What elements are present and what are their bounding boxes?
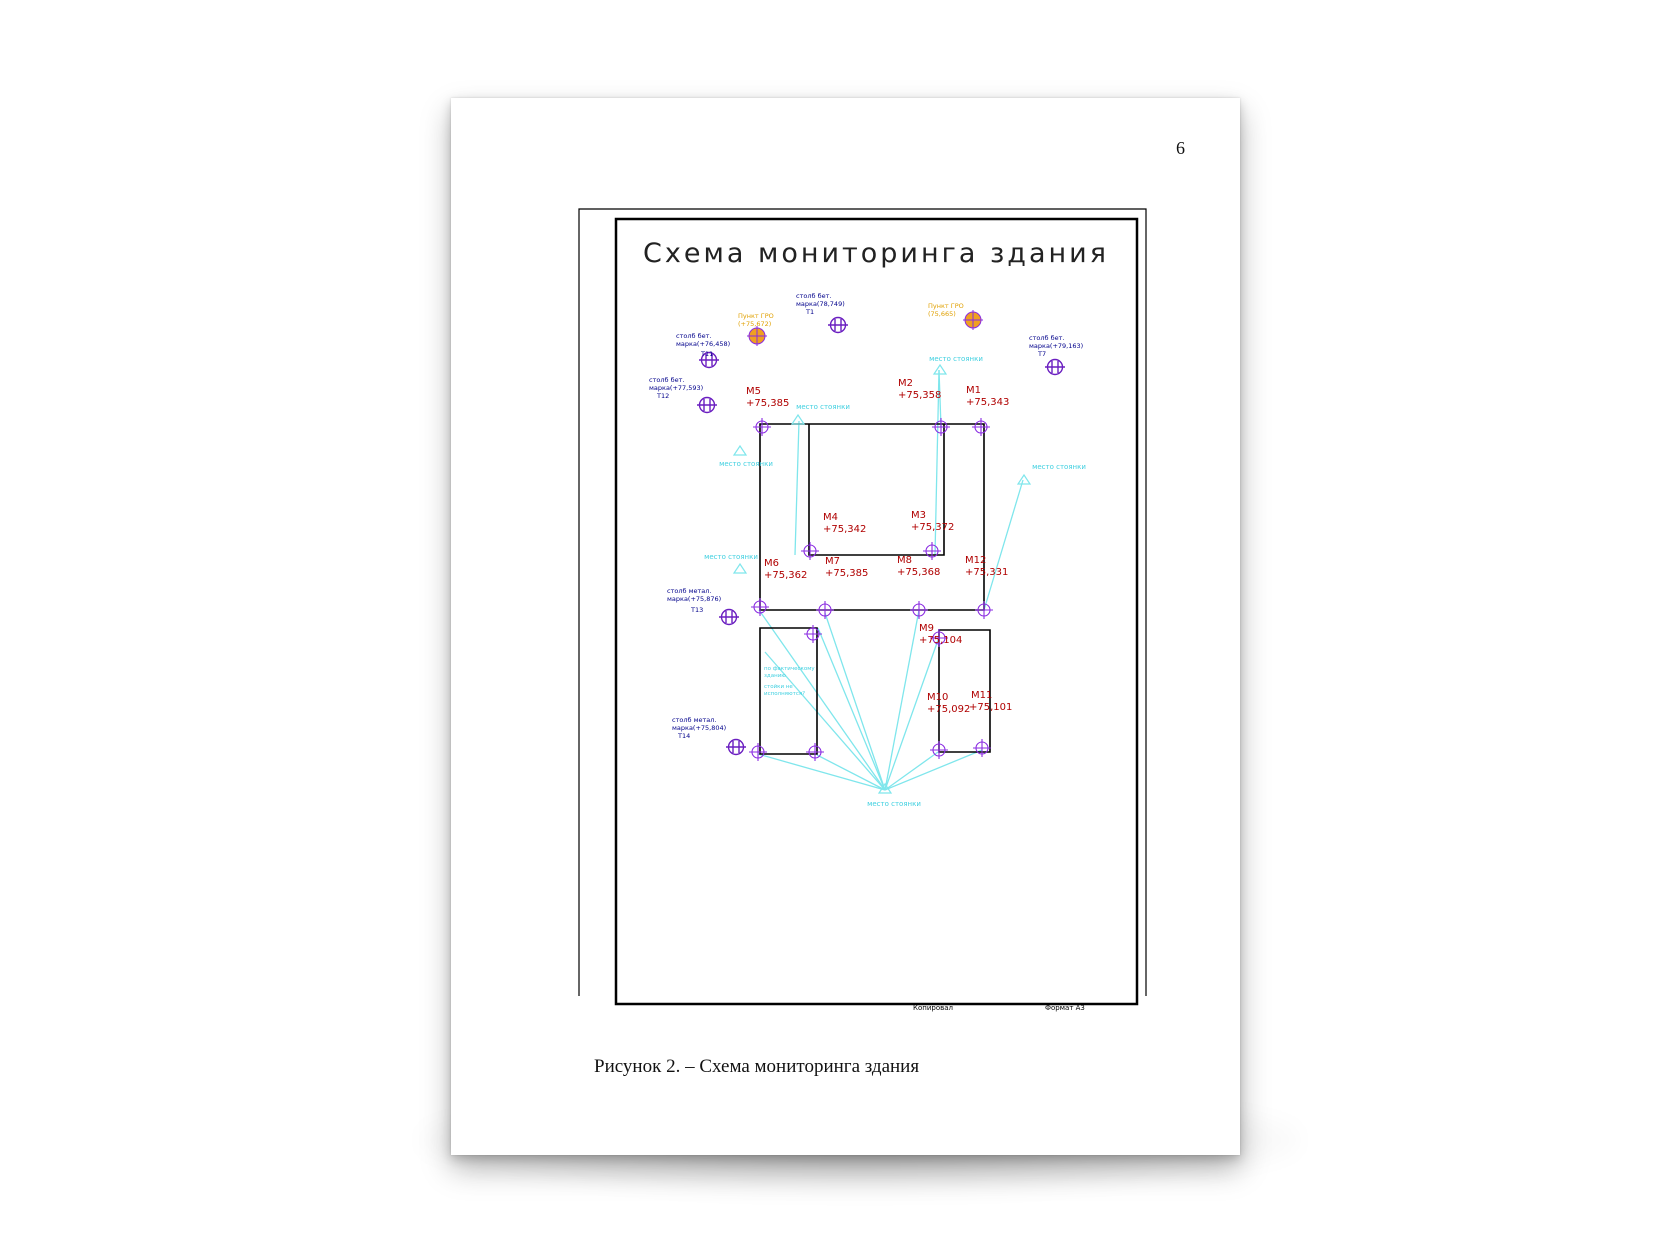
benchmark-T1: столб бет.марка(78,749)T1: [796, 292, 845, 316]
benchmark-T13: столб метал.марка(+75,876) T13: [667, 587, 721, 614]
mark-symbols: [749, 418, 993, 761]
svg-text:по фактическому: по фактическому: [764, 666, 815, 672]
block-note: по фактическому зданию стойки не исполня…: [764, 666, 815, 697]
svg-text:Пункт ГРО: Пункт ГРО: [738, 312, 774, 320]
svg-text:марка(+79,163): марка(+79,163): [1029, 342, 1083, 350]
mark-M1: M1+75,343: [966, 385, 1009, 408]
document-page: 6 Схема мониторинга здания: [451, 98, 1240, 1155]
svg-text:марка(+75,804): марка(+75,804): [672, 724, 726, 732]
mark-M11: M11+75,101: [969, 690, 1012, 713]
svg-text:зданию: зданию: [764, 673, 786, 679]
gro-points: Пункт ГРО (+75,672) Пункт ГРО (75,665): [738, 302, 983, 346]
svg-text:+75,092: +75,092: [927, 704, 970, 715]
benchmark-labels: столб бет.марка(78,749)T1 столб бет.марк…: [649, 292, 1083, 740]
stamp-copied: Копировал: [913, 1004, 953, 1012]
station-markers: место стоянки место стоянки место стоянк…: [704, 355, 1086, 808]
station-label: место стоянки: [796, 403, 850, 411]
gro-point-1: [747, 326, 767, 346]
mark-M8: M8+75,368: [897, 555, 940, 578]
mark-M10: M10+75,092: [927, 692, 970, 715]
svg-text:+75,372: +75,372: [911, 522, 954, 533]
inner-frame: [614, 217, 1139, 1006]
svg-text:M11: M11: [971, 690, 992, 701]
stamp-format: Формат А3: [1045, 1004, 1085, 1012]
figure-caption: Рисунок 2. – Схема мониторинга здания: [594, 1056, 920, 1077]
station-label: место стоянки: [929, 355, 983, 363]
svg-text:T11: T11: [700, 350, 713, 358]
svg-text:+75,101: +75,101: [969, 702, 1012, 713]
svg-text:T13: T13: [690, 606, 703, 614]
svg-text:+75,331: +75,331: [965, 567, 1008, 578]
svg-text:столб метал.: столб метал.: [667, 587, 711, 595]
svg-text:марка(+77,593): марка(+77,593): [649, 384, 703, 392]
svg-text:Пункт ГРО: Пункт ГРО: [928, 302, 964, 310]
sight-lines: [757, 369, 1024, 791]
svg-text:+75,385: +75,385: [825, 568, 868, 579]
svg-text:T14: T14: [677, 732, 690, 740]
svg-text:исполняются?: исполняются?: [764, 691, 805, 697]
mark-M4: M4+75,342: [823, 512, 866, 535]
svg-text:M10: M10: [927, 692, 948, 703]
benchmark-T12: столб бет.марка(+77,593)T12: [649, 376, 703, 400]
svg-text:T7: T7: [1037, 350, 1046, 358]
svg-text:+75,362: +75,362: [764, 570, 807, 581]
station-label: место стоянки: [719, 460, 773, 468]
svg-text:T12: T12: [656, 392, 669, 400]
mark-M5: M5+75,385: [746, 386, 789, 409]
benchmark-symbols: [697, 316, 1065, 756]
mark-M6: M6+75,362: [764, 558, 807, 581]
svg-text:+75,358: +75,358: [898, 390, 941, 401]
monitoring-scheme-drawing: Схема мониторинга здания: [578, 208, 1147, 1012]
svg-text:столб метал.: столб метал.: [672, 716, 716, 724]
svg-text:марка(+76,458): марка(+76,458): [676, 340, 730, 348]
svg-text:столб бет.: столб бет.: [649, 376, 684, 384]
svg-text:+75,342: +75,342: [823, 524, 866, 535]
mark-M12: M12+75,331: [965, 555, 1008, 578]
svg-text:M8: M8: [897, 555, 912, 566]
drawing-title: Схема мониторинга здания: [643, 238, 1109, 269]
svg-text:столб бет.: столб бет.: [796, 292, 831, 300]
mark-labels: M1+75,343 M2+75,358 M3+75,372 M4+75,342 …: [746, 378, 1012, 715]
mark-M2: M2+75,358: [898, 378, 941, 401]
svg-text:M2: M2: [898, 378, 913, 389]
station-label: место стоянки: [1032, 463, 1086, 471]
svg-text:M7: M7: [825, 556, 840, 567]
page-number: 6: [1176, 138, 1185, 158]
svg-text:M1: M1: [966, 385, 981, 396]
outer-frame: [578, 208, 1147, 996]
mark-M9: M9+75,104: [919, 623, 962, 646]
svg-text:стойки не: стойки не: [764, 683, 793, 690]
station-label: место стоянки: [704, 553, 758, 561]
svg-text:+75,343: +75,343: [966, 397, 1009, 408]
svg-text:M9: M9: [919, 623, 934, 634]
svg-text:+75,385: +75,385: [746, 398, 789, 409]
svg-text:T1: T1: [805, 308, 814, 316]
svg-text:(75,665): (75,665): [928, 310, 956, 318]
svg-text:столб бет.: столб бет.: [1029, 334, 1064, 342]
svg-text:марка(78,749): марка(78,749): [796, 300, 845, 308]
svg-text:+75,104: +75,104: [919, 635, 962, 646]
svg-text:M12: M12: [965, 555, 986, 566]
svg-text:M3: M3: [911, 510, 926, 521]
svg-text:M6: M6: [764, 558, 779, 569]
benchmark-T7: столб бет.марка(+79,163)T7: [1029, 334, 1083, 358]
mark-M3: M3+75,372: [911, 510, 954, 533]
svg-text:M4: M4: [823, 512, 838, 523]
svg-text:столб бет.: столб бет.: [676, 332, 711, 340]
benchmark-T14: столб метал.марка(+75,804)T14: [672, 716, 726, 740]
svg-text:M5: M5: [746, 386, 761, 397]
benchmark-T11: столб бет.марка(+76,458) T11: [676, 332, 730, 358]
svg-text:+75,368: +75,368: [897, 567, 940, 578]
svg-text:(+75,672): (+75,672): [738, 320, 771, 328]
station-label: место стоянки: [867, 800, 921, 808]
svg-text:марка(+75,876): марка(+75,876): [667, 595, 721, 603]
gro-point-2: [963, 310, 983, 330]
mark-M7: M7+75,385: [825, 556, 868, 579]
